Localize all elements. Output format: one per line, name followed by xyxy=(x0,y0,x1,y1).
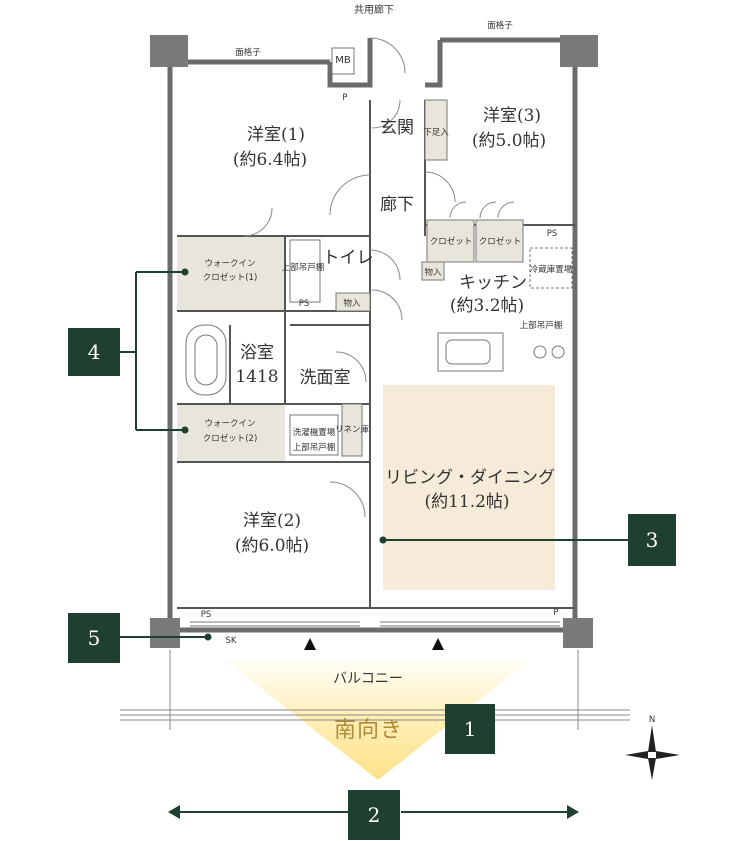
toilet-label: トイレ xyxy=(323,248,374,268)
ps-bottom-label: PS xyxy=(201,610,212,620)
compass-icon xyxy=(625,725,680,780)
living-highlight xyxy=(383,385,555,590)
linen-label: リネン庫 xyxy=(335,424,370,435)
room1-size: (約6.4帖) xyxy=(233,150,307,170)
common-corridor-label: 共用廊下 xyxy=(354,3,394,16)
room2-name: 洋室(2) xyxy=(243,511,301,531)
badge-5: 5 xyxy=(68,613,120,663)
badge-2: 2 xyxy=(348,790,400,840)
bath-size: 1418 xyxy=(235,367,278,387)
fridge-label: 冷蔵庫置場 xyxy=(530,264,573,275)
kitchen-storage-label: 物入 xyxy=(424,267,442,278)
fixtures xyxy=(185,47,573,457)
p-right-label: P xyxy=(553,608,558,618)
kitchen-size: (約3.2帖) xyxy=(450,296,524,316)
wic2-label-b: クロゼット(2) xyxy=(203,433,258,444)
ps-right-label: PS xyxy=(547,229,558,239)
wic1-label-b: クロゼット(1) xyxy=(203,272,258,283)
window-arrows xyxy=(304,638,444,650)
living-size: (約11.2帖) xyxy=(424,492,509,512)
closet-b-label: クロゼット xyxy=(479,236,522,247)
lattice-left-label: 面格子 xyxy=(235,47,261,58)
p-top-label: P xyxy=(342,93,347,103)
kitchen-name: キッチン xyxy=(459,273,527,293)
closet-a-label: クロゼット xyxy=(430,236,473,247)
washer-label: 洗濯機置場 xyxy=(293,427,336,438)
doors xyxy=(243,37,515,518)
wic1-label-a: ウォークイン xyxy=(204,259,255,269)
wash-name: 洗面室 xyxy=(300,368,351,388)
room1-name: 洋室(1) xyxy=(247,125,305,145)
washer-upper-label: 上部吊戸棚 xyxy=(293,442,336,453)
wic2-fill xyxy=(177,404,285,462)
room2-size: (約6.0帖) xyxy=(235,536,309,556)
hallway-label: 廊下 xyxy=(380,195,414,215)
compass-n-label: N xyxy=(649,715,655,725)
outer-walls xyxy=(167,37,578,633)
room3-size: (約5.0帖) xyxy=(472,131,546,151)
badge-1: 1 xyxy=(445,704,495,754)
ps-wc-label: PS xyxy=(299,299,310,309)
wc-storage-label: 物入 xyxy=(343,298,361,309)
badge-3: 3 xyxy=(628,514,676,566)
balcony-label: バルコニー xyxy=(333,671,403,687)
balcony-rail xyxy=(120,650,630,730)
badge-4: 4 xyxy=(68,328,120,376)
sk-label: SK xyxy=(226,636,237,646)
south-facing-label: 南向き xyxy=(334,718,404,743)
callout-dots xyxy=(181,268,387,641)
width-arrow-heads xyxy=(168,805,579,819)
wic2-label-a: ウォークイン xyxy=(204,419,255,429)
mb-label: MB xyxy=(335,55,351,66)
bath-name: 浴室 xyxy=(240,343,274,363)
shoe-storage-label: 下足入 xyxy=(423,128,449,138)
wc-upper-cabinet-label: 上部吊戸棚 xyxy=(282,262,325,273)
wic1-fill xyxy=(177,236,285,311)
kitchen-upper-cabinet-label: 上部吊戸棚 xyxy=(520,320,563,331)
living-name: リビング・ダイニング xyxy=(385,468,555,488)
callout-lines xyxy=(120,271,628,813)
room3-name: 洋室(3) xyxy=(483,106,541,126)
lattice-right-label: 面格子 xyxy=(487,20,513,31)
columns xyxy=(150,35,598,648)
entrance-label: 玄関 xyxy=(380,118,414,138)
balcony-windows xyxy=(190,621,560,627)
